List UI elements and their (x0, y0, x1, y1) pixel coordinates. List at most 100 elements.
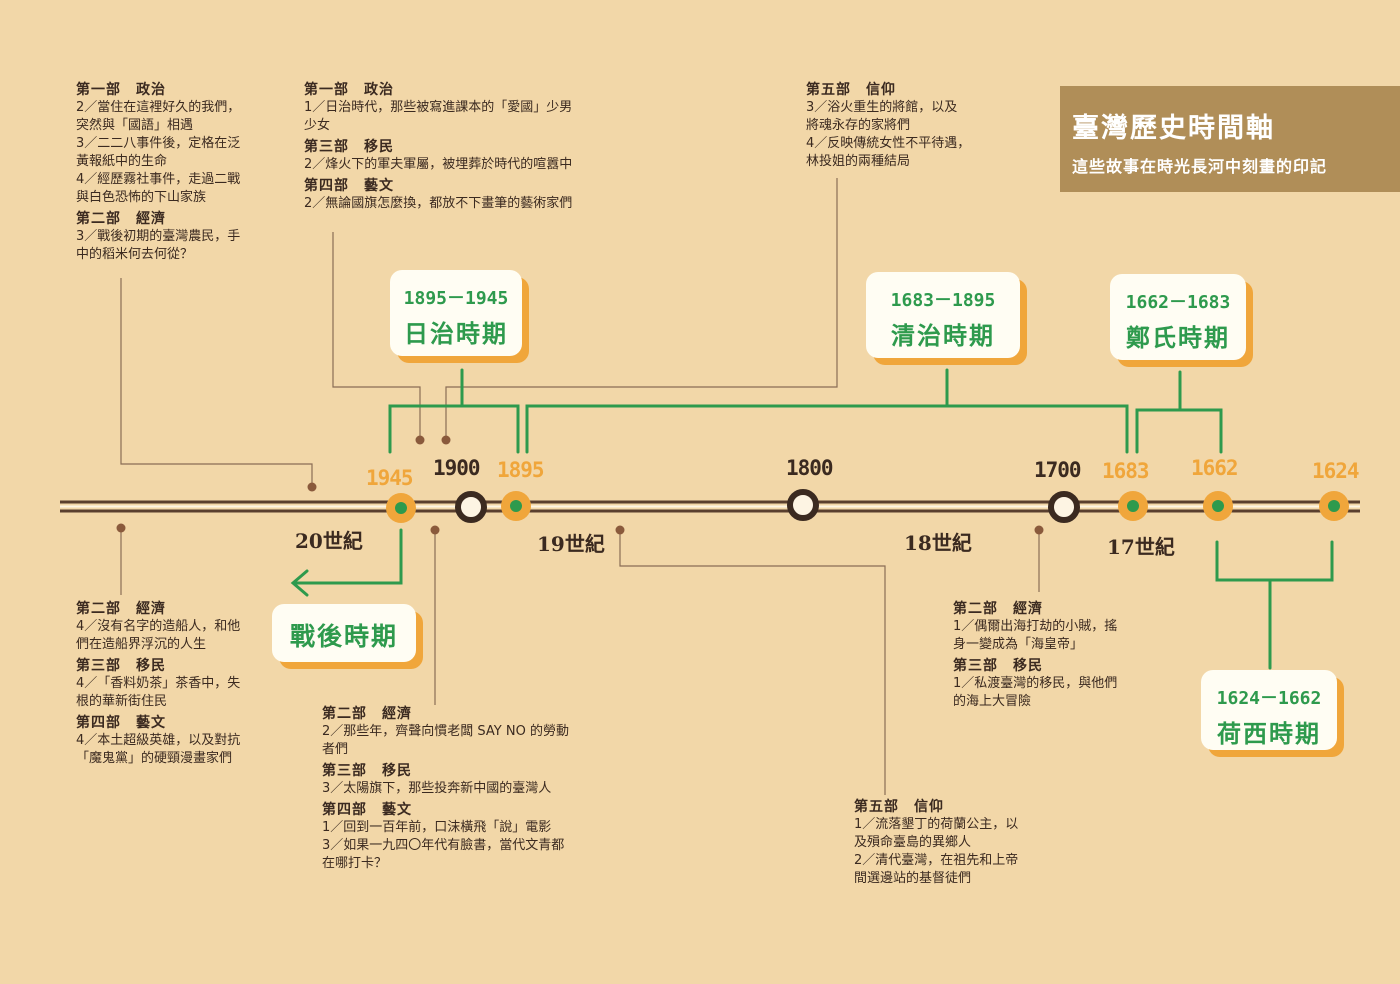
block-heading: 第三部 移民 (304, 139, 394, 155)
block-heading: 第三部 移民 (953, 658, 1043, 674)
period-name-dutch: 荷西時期 (1217, 719, 1321, 748)
node-1945-core (395, 502, 407, 514)
century-17: 17世紀 (1107, 535, 1175, 559)
dot-block-7 (615, 525, 625, 535)
connector-block-2 (332, 232, 421, 440)
dot-block-3 (441, 435, 451, 445)
block-heading: 第四部 藝文 (76, 715, 166, 731)
year-1895: 1895 (497, 458, 545, 482)
block-item: 1／日治時代，那些被寫進課本的「愛國」少男 少女 (304, 100, 573, 133)
block-item: 2／烽火下的軍夫軍屬，被埋葬於時代的喧囂中 (304, 157, 573, 172)
node-1624-core (1328, 500, 1340, 512)
block-heading: 第五部 信仰 (854, 799, 944, 815)
century-nodes (455, 489, 1080, 523)
period-range-qing: 1683－1895 (890, 290, 996, 311)
node-1700 (1048, 491, 1080, 523)
block-item: 3／太陽旗下，那些投奔新中國的臺灣人 (322, 781, 552, 796)
node-1900 (455, 491, 487, 523)
block-heading: 第二部 經濟 (322, 706, 412, 722)
postwar-arrow-line (293, 528, 403, 585)
block-item: 2／無論國旗怎麼換，都放不下畫筆的藝術家們 (304, 196, 573, 211)
block-item: 1／偶爾出海打劫的小賊，搖 身一變成為「海皇帝」 (953, 619, 1118, 652)
story-block-3: 第五部 信仰 3／浴火重生的將館，以及 將魂永存的家將們 4／反映傳統女性不平待… (806, 81, 1006, 171)
block-item: 1／私渡臺灣的移民，與他們 的海上大冒險 (953, 676, 1118, 709)
bracket-qing (525, 404, 1129, 454)
block-heading: 第四部 藝文 (304, 178, 394, 194)
subtitle: 這些故事在時光長河中刻畫的印記 (1072, 157, 1328, 176)
postwar-arrow-head (290, 569, 309, 597)
block-heading: 第三部 移民 (76, 658, 166, 674)
century-18: 18世紀 (904, 531, 972, 555)
century-19: 19世紀 (537, 532, 605, 556)
bracket-japanese (388, 404, 520, 454)
period-card-zheng: 1662－1683 鄭氏時期 (1110, 274, 1246, 360)
story-block-4: 第二部 經濟 4／沒有名字的造船人，和他 們在造船界浮沉的人生 第三部 移民 4… (76, 600, 276, 768)
story-block-5: 第二部 經濟 2／那些年，齊聲向慣老闆 SAY NO 的勞動 者們 第三部 移民… (322, 705, 602, 873)
block-item: 1／回到一百年前，口沫橫飛「說」電影 (322, 820, 552, 835)
period-range-zheng: 1662－1683 (1125, 292, 1231, 313)
year-1900: 1900 (433, 456, 481, 480)
node-1683-core (1127, 500, 1139, 512)
block-item: 4／經歷霧社事件，走過二戰 與白色恐怖的下山家族 (76, 172, 241, 205)
year-1700: 1700 (1034, 458, 1082, 482)
block-item: 4／本土超級英雄，以及對抗 「魔鬼黨」的硬頸漫畫家們 (76, 733, 241, 766)
period-range-japanese: 1895－1945 (403, 288, 509, 309)
block-item: 4／沒有名字的造船人，和他 們在造船界浮沉的人生 (76, 619, 241, 652)
block-item: 2／當住在這裡好久的我們， 突然與「國語」相遇 (76, 100, 241, 133)
year-1662: 1662 (1191, 456, 1239, 480)
story-block-7: 第五部 信仰 1／流落墾丁的荷蘭公主，以 及殞命臺島的異鄉人 2／清代臺灣，在祖… (854, 798, 1054, 888)
bracket-dutch (1215, 540, 1334, 582)
block-item: 3／浴火重生的將館，以及 將魂永存的家將們 (806, 100, 958, 133)
block-heading: 第二部 經濟 (953, 601, 1043, 617)
century-20: 20世紀 (295, 529, 363, 553)
block-heading: 第一部 政治 (304, 82, 394, 98)
block-heading: 第四部 藝文 (322, 802, 412, 818)
block-heading: 第一部 政治 (76, 82, 166, 98)
period-card-dutch: 1624－1662 荷西時期 (1201, 670, 1337, 750)
dot-block-6 (1034, 525, 1044, 535)
node-1800 (787, 489, 819, 521)
block-item: 4／反映傳統女性不平待遇， 林投姐的兩種結局 (806, 136, 971, 169)
story-block-2: 第一部 政治 1／日治時代，那些被寫進課本的「愛國」少男 少女 第三部 移民 2… (304, 81, 614, 213)
period-card-postwar: 戰後時期 (272, 604, 416, 662)
main-title: 臺灣歷史時間軸 (1072, 113, 1275, 144)
block-item: 3／戰後初期的臺灣農民，手 中的稻米何去何從？ (76, 229, 241, 262)
dot-block-4 (116, 523, 126, 533)
story-block-6: 第二部 經濟 1／偶爾出海打劫的小賊，搖 身一變成為「海皇帝」 第三部 移民 1… (953, 600, 1153, 711)
period-name-postwar: 戰後時期 (289, 622, 398, 651)
title-banner: 臺灣歷史時間軸 這些故事在時光長河中刻畫的印記 (1060, 86, 1400, 192)
connector-block-7 (619, 530, 886, 795)
connector-block-1 (120, 278, 313, 486)
block-item: 3／如果一九四〇年代有臉書，當代文青都 在哪打卡？ (322, 838, 565, 871)
block-heading: 第二部 經濟 (76, 601, 166, 617)
period-card-qing: 1683－1895 清治時期 (866, 272, 1020, 358)
dot-block-2 (415, 435, 425, 445)
story-block-1: 第一部 政治 2／當住在這裡好久的我們， 突然與「國語」相遇 3／二二八事件後，… (76, 81, 276, 264)
period-range-dutch: 1624－1662 (1216, 688, 1322, 709)
block-heading: 第五部 信仰 (806, 82, 896, 98)
year-1800: 1800 (786, 456, 834, 480)
node-1662-core (1212, 500, 1224, 512)
year-1683: 1683 (1102, 459, 1150, 483)
block-item: 2／清代臺灣，在祖先和上帝 間選邊站的基督徒們 (854, 853, 1019, 886)
node-1895-core (510, 500, 522, 512)
connector-dots (116, 435, 1044, 535)
block-item: 4／「香料奶茶」茶香中，失 根的華新街住民 (76, 676, 241, 709)
block-item: 3／二二八事件後，定格在泛 黃報紙中的生命 (76, 136, 241, 169)
year-1624: 1624 (1312, 459, 1360, 483)
orange-nodes (386, 491, 1349, 523)
year-1945: 1945 (366, 466, 414, 490)
period-name-zheng: 鄭氏時期 (1126, 323, 1230, 352)
bracket-zheng (1135, 408, 1223, 454)
block-heading: 第三部 移民 (322, 763, 412, 779)
dot-block-1 (307, 482, 317, 492)
period-name-japanese: 日治時期 (404, 319, 508, 348)
block-heading: 第二部 經濟 (76, 211, 166, 227)
block-item: 2／那些年，齊聲向慣老闆 SAY NO 的勞動 者們 (322, 724, 569, 757)
period-name-qing: 清治時期 (891, 321, 995, 350)
period-brackets (290, 368, 1334, 670)
connector-lines (120, 178, 1040, 795)
connector-block-3 (445, 178, 838, 440)
